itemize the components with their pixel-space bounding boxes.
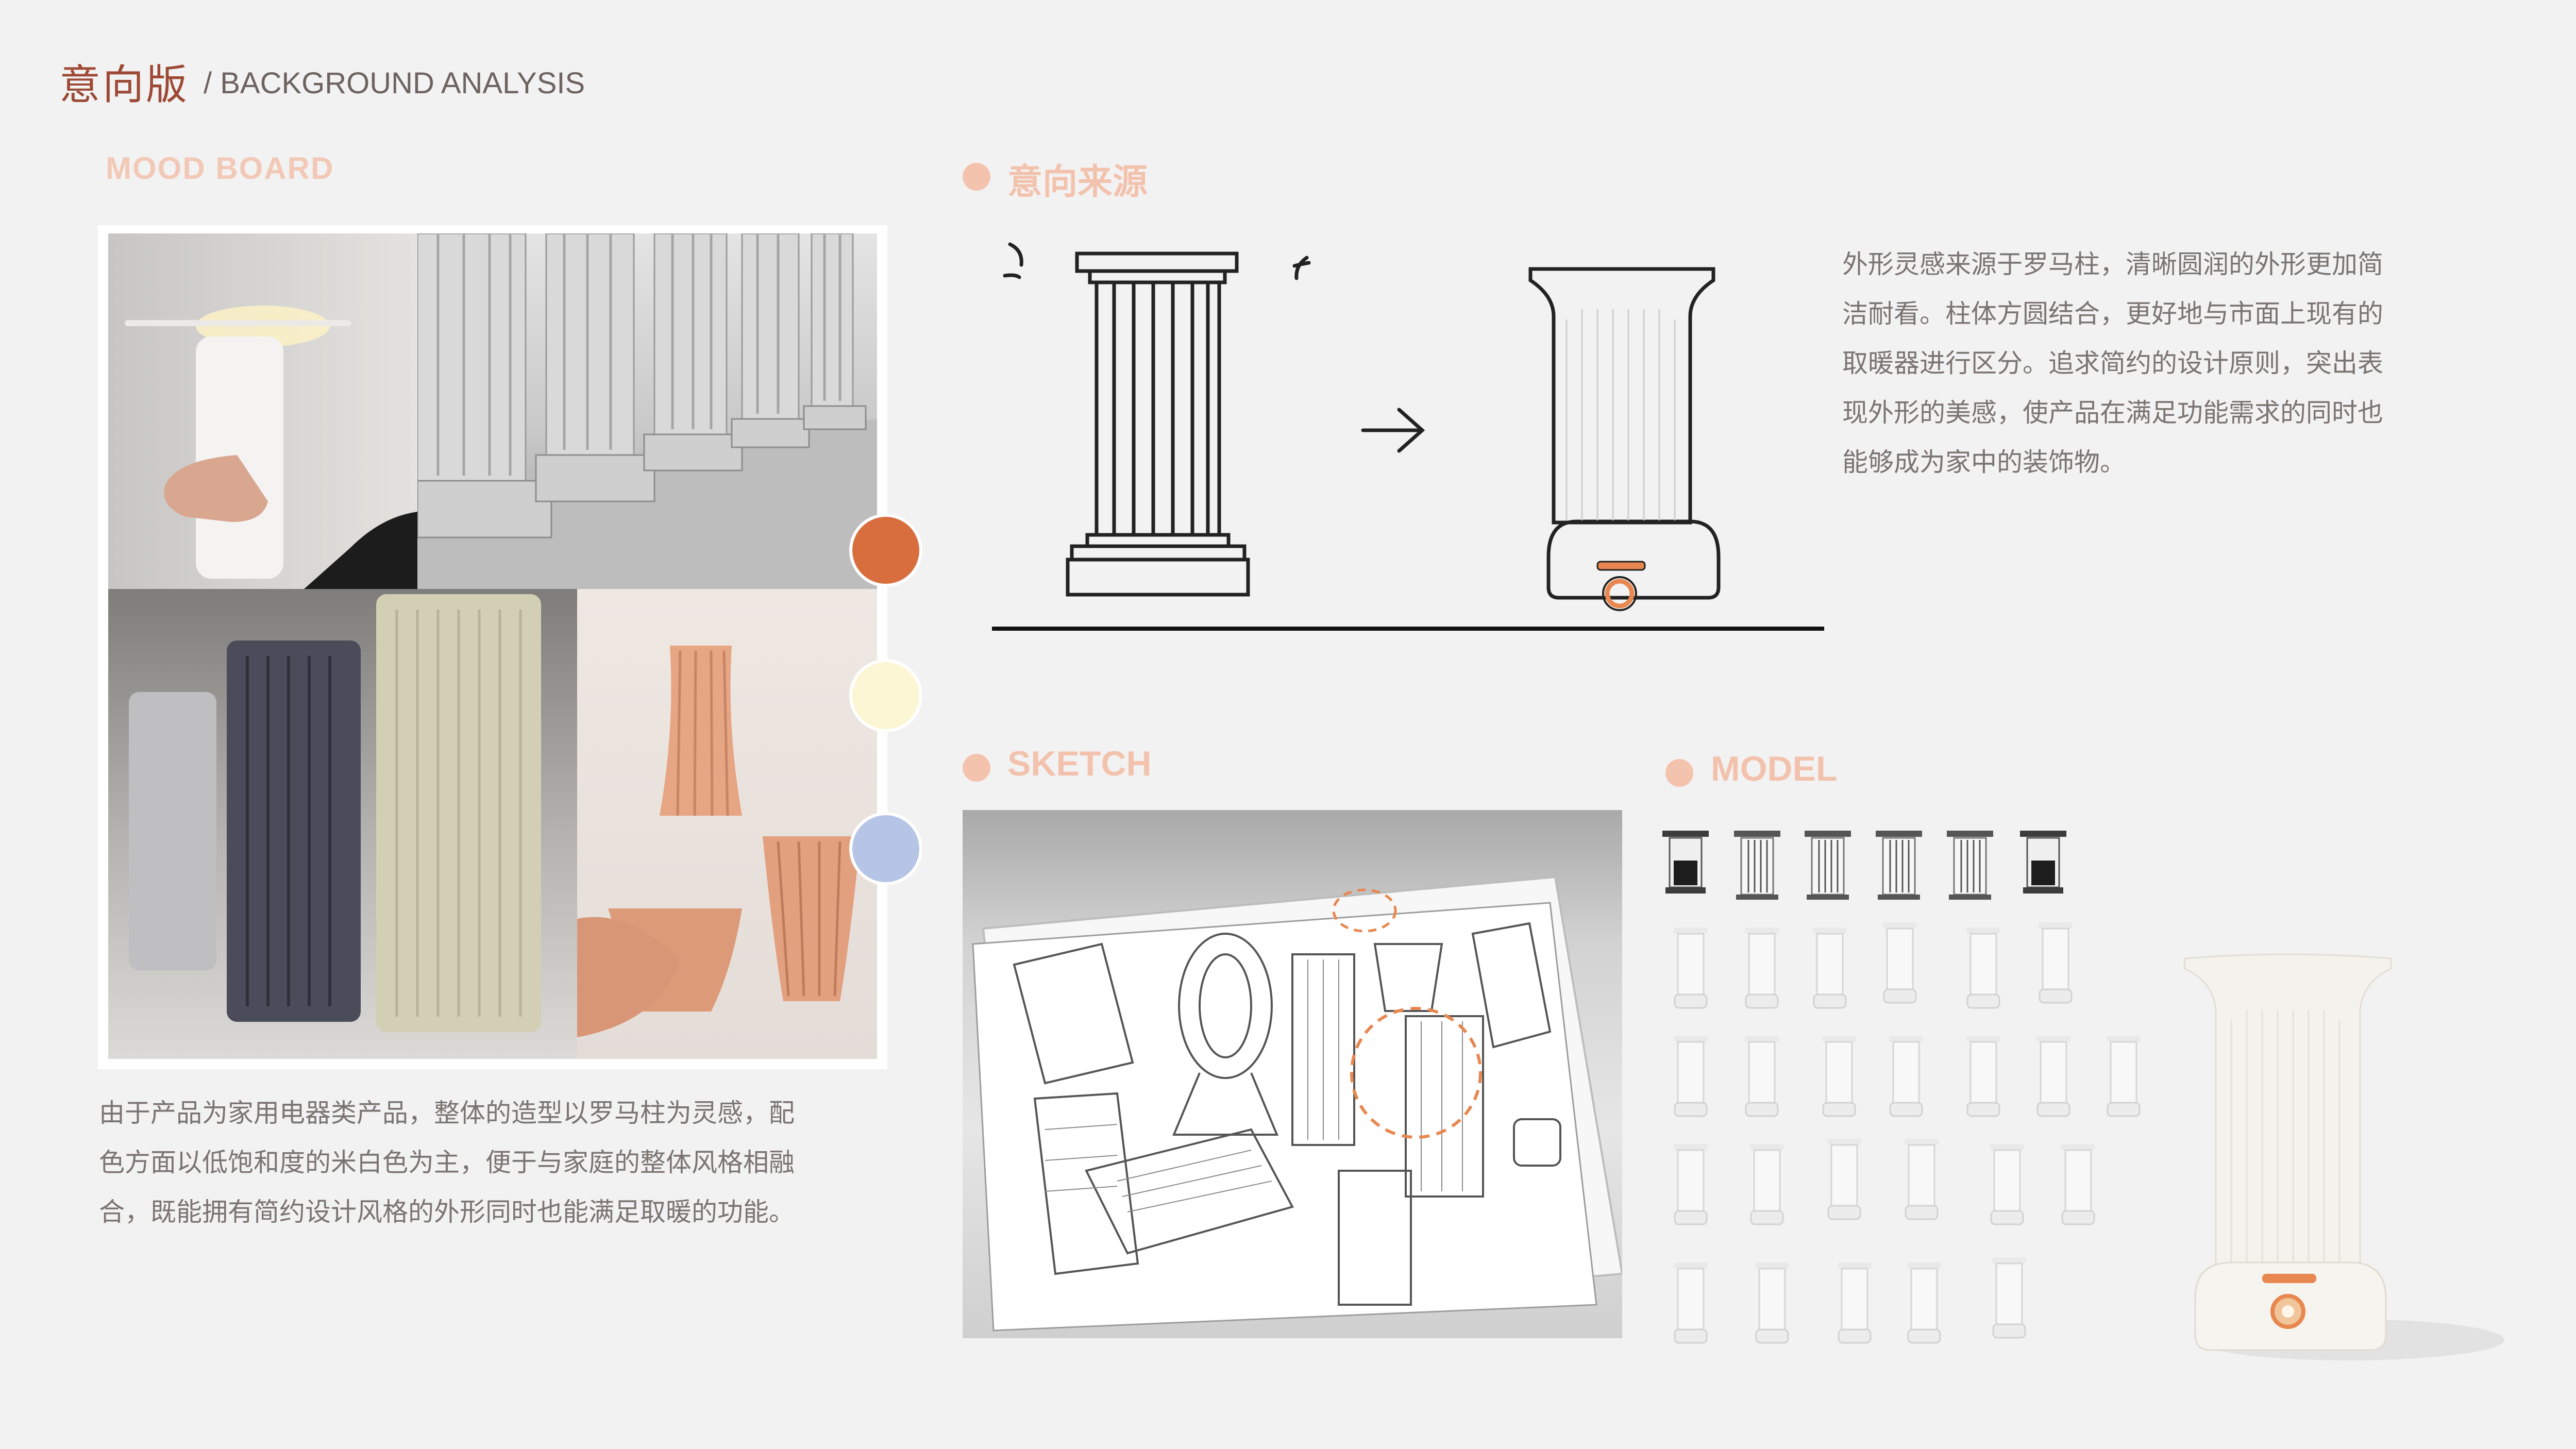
mood-desc-line-3: 合，既能拥有简约设计风格的外形同时也能满足取暖的功能。 xyxy=(99,1197,795,1227)
mood-board-collage xyxy=(98,225,887,1069)
inspiration-description: 外形灵感来源于罗马柱，清晰圆润的外形更加简 洁耐看。柱体方圆结合，更好地与市面上… xyxy=(1842,240,2476,487)
mood-desc-line-2: 色方面以低饱和度的米白色为主，便于与家庭的整体风格相融 xyxy=(99,1148,795,1177)
lamp-photo xyxy=(108,233,417,589)
page-subtitle: / BACKGROUND ANALYSIS xyxy=(204,66,585,100)
sketch-photo xyxy=(963,810,1622,1338)
column-to-product-diagram xyxy=(992,242,1824,631)
product-render xyxy=(2184,953,2504,1360)
model-iterations-grid xyxy=(1661,830,2142,1344)
inspiration-bullet xyxy=(963,163,990,191)
mood-board-description: 由于产品为家用电器类产品，整体的造型以罗马柱为灵感，配 色方面以低饱和度的米白色… xyxy=(99,1088,903,1237)
heaters-photo xyxy=(108,589,577,1059)
inspiration-label: 意向来源 xyxy=(1007,162,1148,201)
insp-desc-line-2: 洁耐看。柱体方圆结合，更好地与市面上现有的 xyxy=(1842,299,2383,329)
insp-desc-line-3: 取暖器进行区分。追求简约的设计原则，突出表 xyxy=(1842,348,2383,378)
vases-photo xyxy=(577,589,877,1059)
insp-desc-line-1: 外形灵感来源于罗马柱，清晰圆润的外形更加简 xyxy=(1842,249,2383,279)
insp-desc-line-5: 能够成为家中的装饰物。 xyxy=(1842,447,2126,477)
model-bullet xyxy=(1665,759,1693,787)
page-title: 意向版 xyxy=(59,61,189,109)
sketch-label: SKETCH xyxy=(1007,744,1152,783)
columns-photo xyxy=(417,233,877,589)
swatch-orange xyxy=(849,514,922,587)
swatch-blue xyxy=(849,812,922,885)
model-label: MODEL xyxy=(1711,749,1838,788)
insp-desc-line-4: 现外形的美感，使产品在满足功能需求的同时也 xyxy=(1842,398,2383,428)
mood-board-label: MOOD BOARD xyxy=(106,151,334,186)
sketch-bullet xyxy=(963,754,990,782)
mood-desc-line-1: 由于产品为家用电器类产品，整体的造型以罗马柱为灵感，配 xyxy=(99,1098,795,1128)
swatch-cream xyxy=(849,659,922,732)
